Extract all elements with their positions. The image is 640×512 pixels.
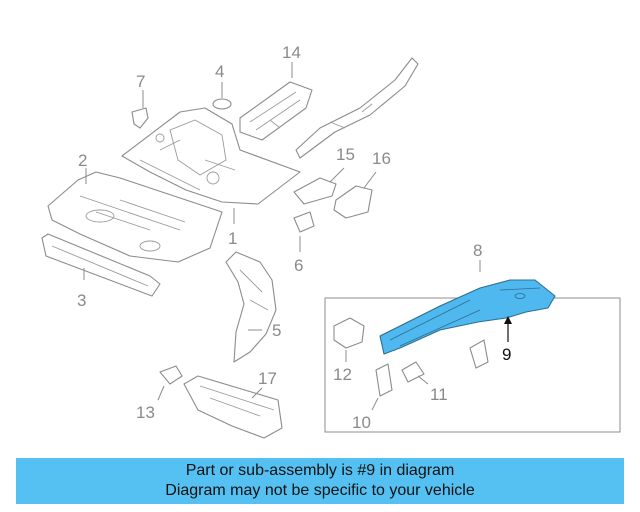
callout-8: 8 (473, 241, 482, 260)
callout-4: 4 (215, 62, 224, 81)
callout-14: 14 (282, 43, 301, 62)
callout-13: 13 (136, 403, 155, 422)
part-13-drawing (157, 365, 183, 401)
part-12-drawing (333, 317, 365, 362)
part-4-drawing (212, 82, 232, 110)
parts-diagram: 1 2 3 4 5 6 7 8 9 10 11 12 13 14 15 16 1… (41, 43, 621, 439)
part-3-drawing (41, 233, 161, 297)
callout-5: 5 (272, 321, 281, 340)
part-17-drawing (183, 375, 283, 439)
caption-line-1: Part or sub-assembly is #9 in diagram (185, 462, 455, 479)
part-5-drawing (225, 251, 277, 363)
caption-bar: Part or sub-assembly is #9 in diagram Di… (16, 458, 624, 504)
part-10-drawing (371, 363, 393, 411)
callout-6: 6 (294, 256, 303, 275)
callout-10: 10 (352, 413, 371, 432)
part-11-drawing (401, 361, 429, 385)
part-7-drawing (131, 90, 149, 129)
part-14-drawing (239, 57, 419, 159)
callout-7: 7 (136, 72, 145, 91)
callout-15: 15 (336, 145, 355, 164)
part-1-drawing (121, 107, 301, 224)
part-9b-bracket-drawing (469, 339, 489, 369)
part-6-drawing (293, 211, 315, 252)
part-16-drawing (333, 171, 377, 219)
callout-2: 2 (78, 151, 87, 170)
callout-1: 1 (228, 229, 237, 248)
callout-16: 16 (372, 149, 391, 168)
callout-9: 9 (502, 345, 511, 364)
part-9-drawing (379, 279, 556, 355)
callout-3: 3 (77, 291, 86, 310)
callout-11: 11 (430, 385, 448, 404)
callout-12: 12 (333, 365, 352, 384)
callout-17: 17 (258, 369, 277, 388)
part-2-drawing (47, 168, 223, 263)
part-15-drawing (293, 167, 345, 205)
caption-line-2: Diagram may not be specific to your vehi… (165, 482, 475, 499)
